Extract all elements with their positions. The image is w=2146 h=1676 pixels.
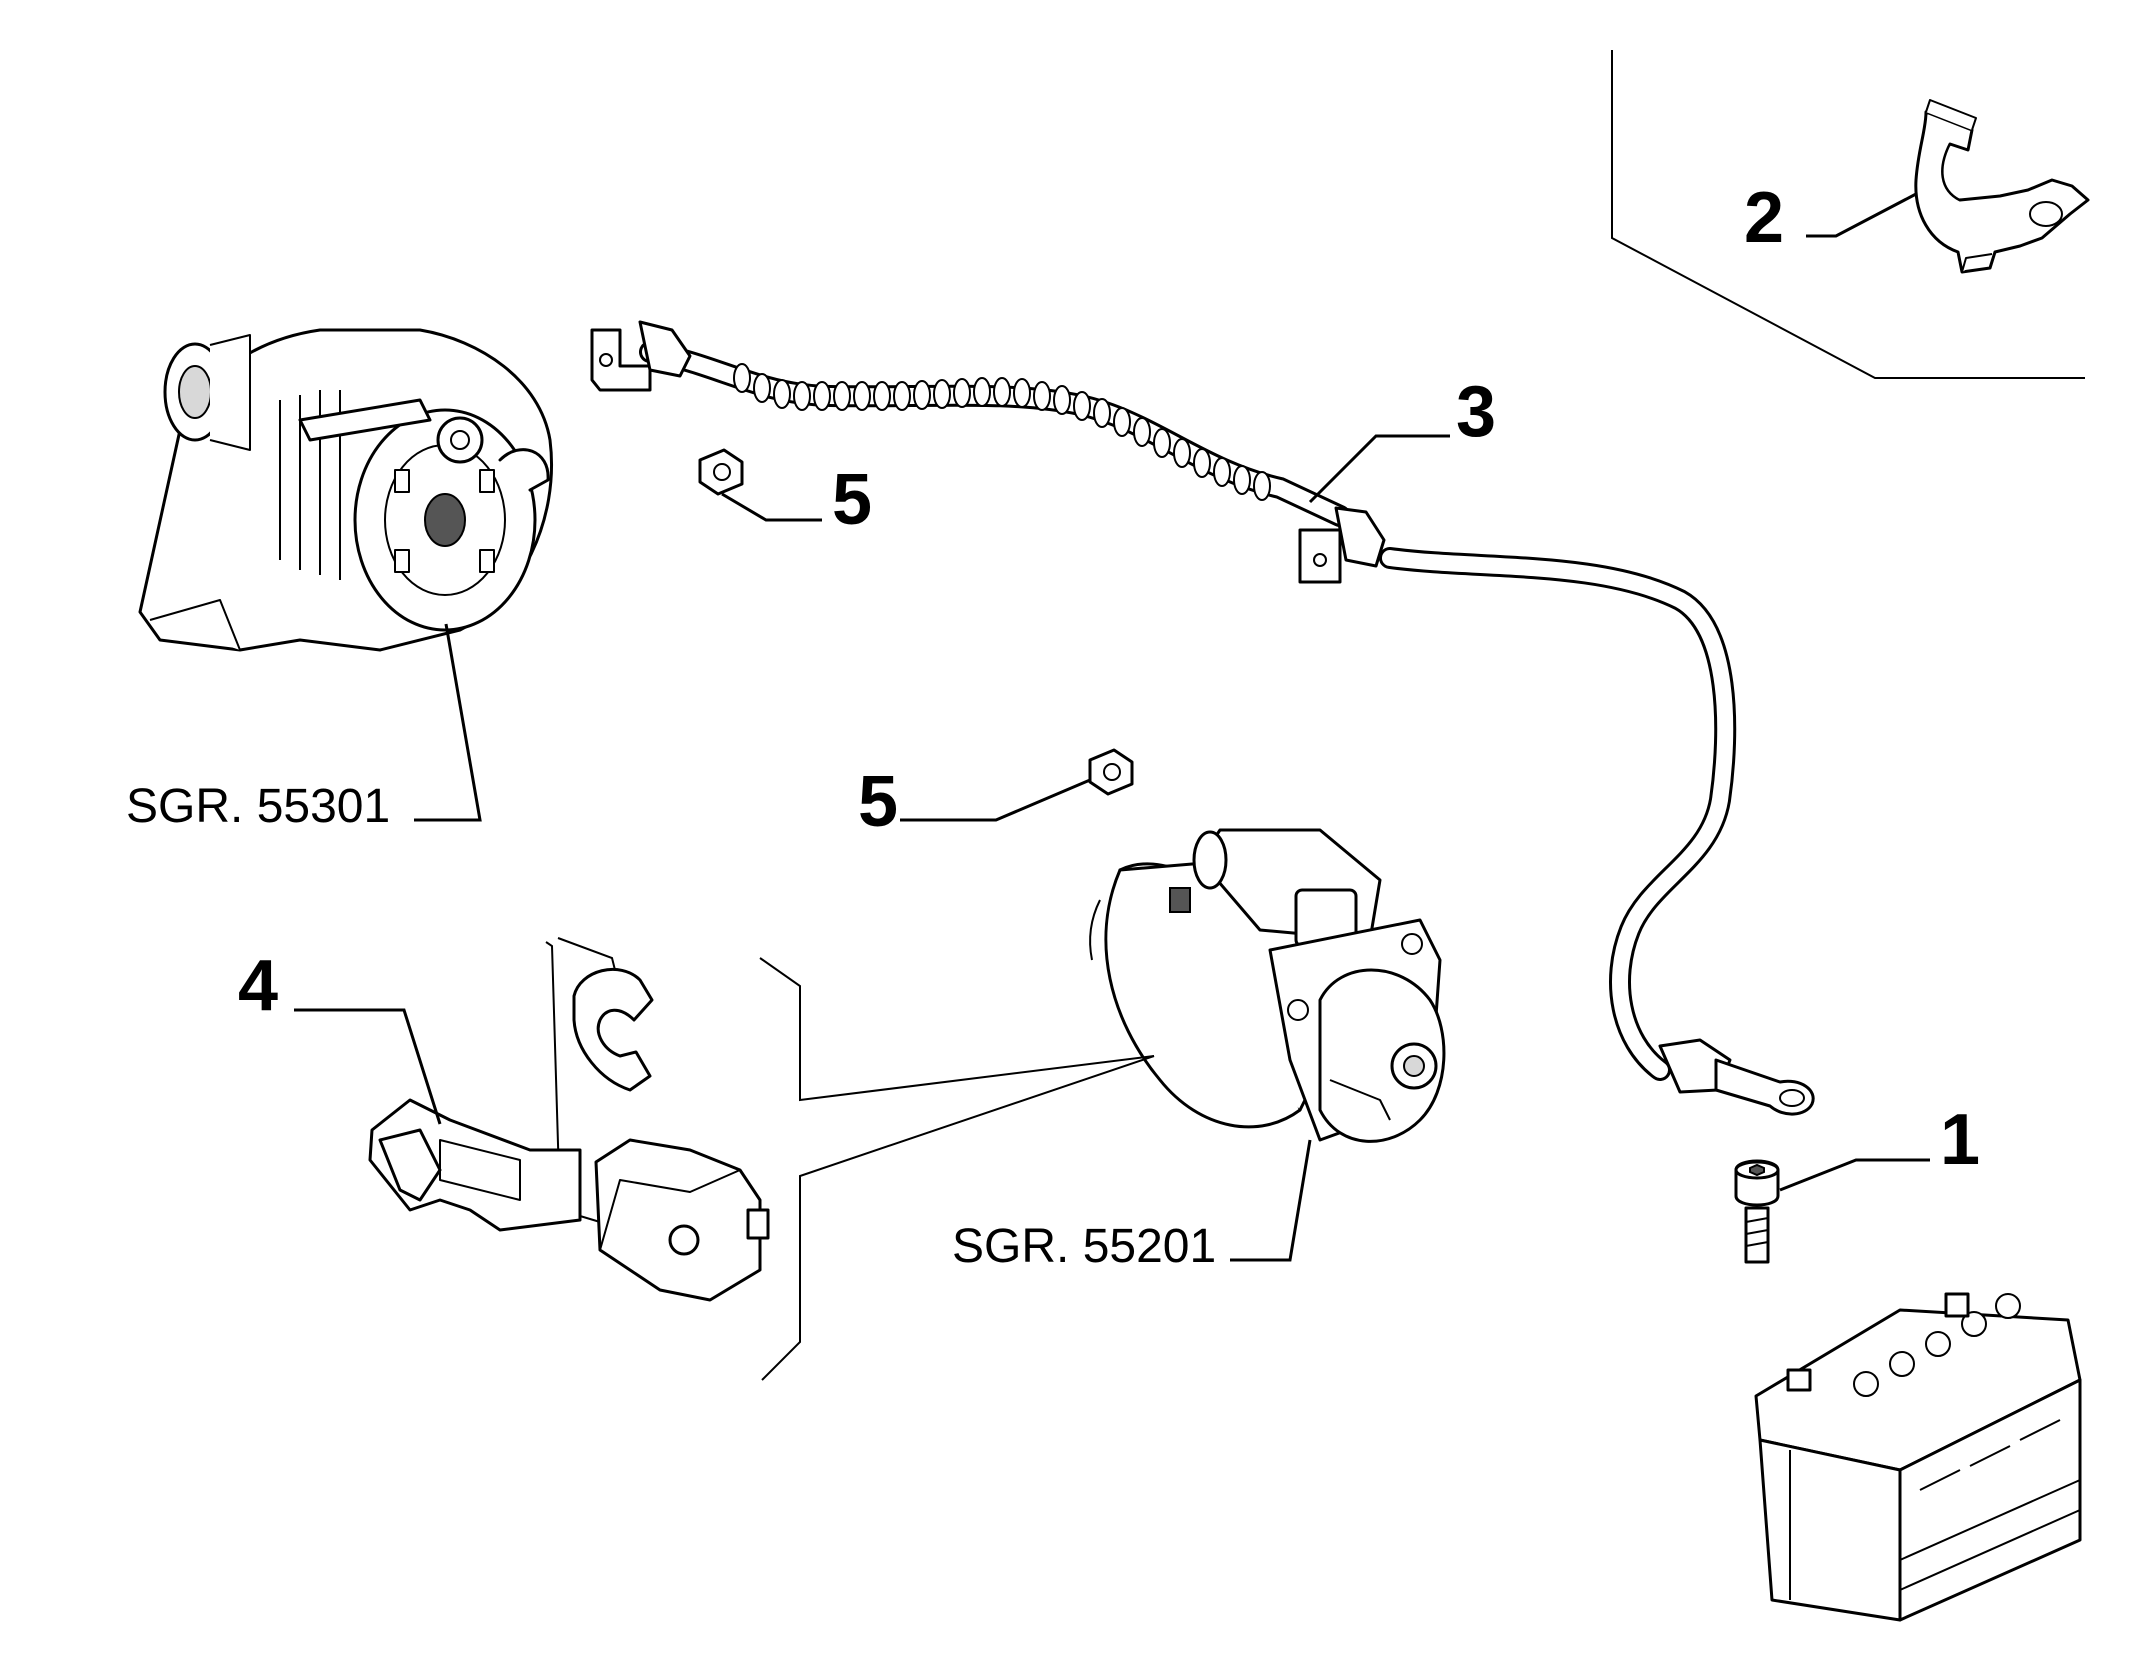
- starter-motor[interactable]: [1089, 828, 1446, 1143]
- ref-starter: SGR. 55201: [952, 1220, 1216, 1273]
- callout-2: 2: [1744, 178, 1784, 258]
- link-lines: [759, 957, 1155, 1381]
- callout-5-lower: 5: [858, 762, 898, 842]
- callout-1: 1: [1940, 1100, 1980, 1180]
- inset-frame: [1611, 50, 2085, 379]
- battery-caps: [1853, 1293, 2021, 1397]
- relay-bracket[interactable]: [368, 937, 770, 1302]
- alternator[interactable]: [138, 328, 553, 652]
- cable-corrugation: [733, 363, 1271, 501]
- battery-cable[interactable]: [590, 320, 1815, 1116]
- callout-4: 4: [238, 946, 278, 1026]
- bolt[interactable]: [1734, 1159, 1780, 1264]
- ref-alternator: SGR. 55301: [126, 780, 390, 833]
- cable-clip[interactable]: [1914, 99, 2090, 274]
- nut-lower[interactable]: [1088, 748, 1134, 796]
- callout-3: 3: [1456, 372, 1496, 452]
- nut-upper[interactable]: [698, 448, 744, 496]
- callout-5-upper: 5: [832, 460, 872, 540]
- battery[interactable]: [1754, 1292, 2082, 1622]
